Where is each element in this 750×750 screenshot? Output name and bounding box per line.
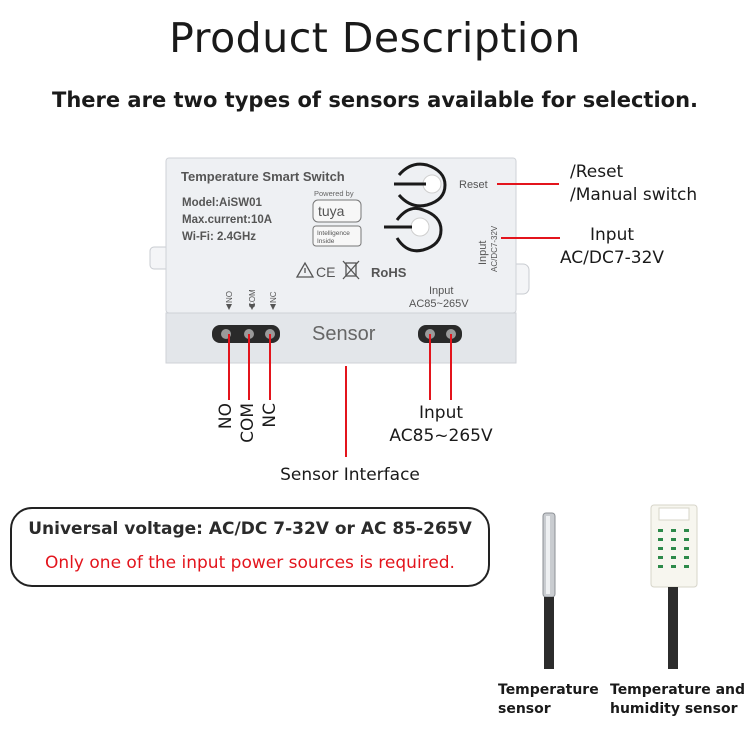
weee-bin-icon bbox=[342, 260, 360, 280]
voltage-notice-box bbox=[10, 507, 490, 587]
ce-mark-icon: CE bbox=[316, 264, 335, 280]
device-reset-label: Reset bbox=[459, 179, 488, 191]
humidity-caption-line2: humidity sensor bbox=[610, 701, 738, 717]
device-wifi: Wi-Fi: 2.4GHz bbox=[182, 231, 256, 243]
temperature-sensor-caption: Temperature sensor bbox=[498, 681, 599, 719]
callout-lines bbox=[228, 183, 560, 457]
relay-com-label: COM bbox=[238, 403, 258, 443]
reset-callout-line2: /Manual switch bbox=[570, 185, 698, 205]
warning-icon bbox=[295, 261, 315, 278]
device-max-current: Max.current:10A bbox=[182, 214, 272, 226]
device-term-com: COM bbox=[248, 289, 257, 308]
dc-input-callout-line2: AC/DC7-32V bbox=[559, 248, 665, 268]
tuya-logo-frame bbox=[312, 199, 362, 223]
humidity-caption-line1: Temperature and bbox=[610, 682, 746, 698]
reset-callout-line1: /Reset bbox=[570, 162, 624, 182]
reset-callout: /Reset /Manual switch bbox=[570, 161, 697, 207]
temperature-caption-line2: sensor bbox=[498, 701, 551, 717]
relay-no-label: NO bbox=[216, 403, 236, 430]
sensor-interface-callout: Sensor Interface bbox=[280, 465, 420, 485]
tuya-logo-text: tuya bbox=[318, 203, 345, 219]
reset-button-graphic bbox=[394, 162, 447, 208]
temperature-probe-image bbox=[542, 512, 556, 669]
page-title: Product Description bbox=[169, 14, 581, 62]
ac-input-callout-line1: Input bbox=[418, 403, 464, 423]
relay-nc-label: NC bbox=[260, 403, 280, 428]
intelligence-badge bbox=[312, 225, 362, 247]
device-ac-input-range: AC85~265V bbox=[409, 298, 469, 310]
intelligence-text: Intelligence bbox=[317, 230, 350, 237]
manual-switch-button-graphic bbox=[384, 206, 443, 253]
dc-input-callout: Input AC/DC7-32V bbox=[547, 224, 677, 270]
temperature-caption-line1: Temperature bbox=[498, 682, 599, 698]
term-arrow-no bbox=[226, 304, 232, 310]
term-arrow-com bbox=[249, 304, 255, 310]
humidity-sensor-caption: Temperature and humidity sensor bbox=[610, 681, 745, 719]
dc-input-callout-line1: Input bbox=[589, 225, 635, 245]
rohs-mark: RoHS bbox=[371, 265, 407, 280]
voltage-notice-line2: Only one of the input power sources is r… bbox=[45, 553, 455, 573]
powered-by-text: Powered by bbox=[314, 189, 354, 198]
device-ac-input-label: Input bbox=[429, 285, 453, 297]
humidity-sensor-image bbox=[650, 504, 698, 669]
device-model: Model:AiSW01 bbox=[182, 197, 262, 209]
device-name: Temperature Smart Switch bbox=[181, 169, 345, 184]
voltage-notice-line1: Universal voltage: AC/DC 7-32V or AC 85-… bbox=[28, 519, 472, 539]
device-dc-input-range: AC/DC7-32V bbox=[490, 225, 499, 272]
page-subtitle: There are two types of sensors available… bbox=[52, 88, 698, 112]
device-dc-input-label: Input bbox=[477, 241, 489, 265]
device-term-no: NO bbox=[225, 291, 234, 303]
device-sensor-port-label: Sensor bbox=[312, 323, 376, 345]
ac-input-callout: Input AC85~265V bbox=[388, 402, 494, 448]
ac-input-callout-line2: AC85~265V bbox=[389, 426, 493, 446]
term-arrow-nc bbox=[270, 304, 276, 310]
device-term-nc: NC bbox=[269, 291, 278, 303]
inside-text: Inside bbox=[317, 238, 335, 245]
